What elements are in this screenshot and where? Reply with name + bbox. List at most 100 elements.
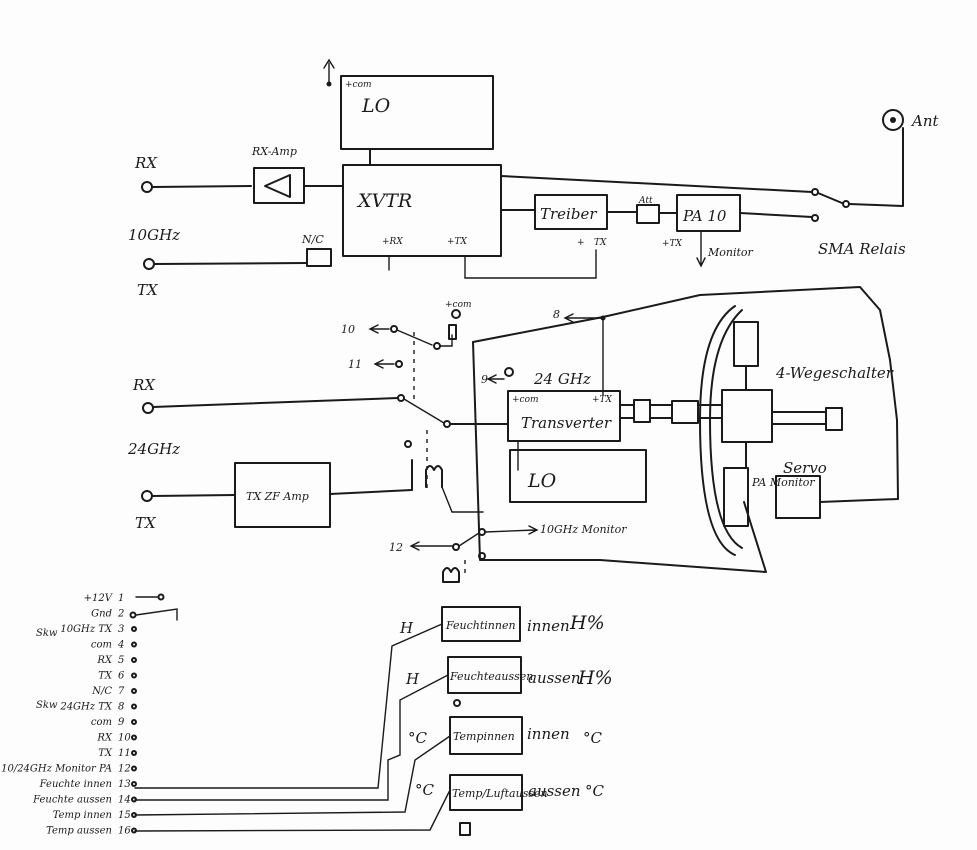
pin-name-9: com [91,717,112,728]
c1-label: °C [408,729,428,747]
pin-number-9: 9 [118,717,125,728]
pin-name-13: Feuchte innen [39,779,112,790]
relay-mid-arm [403,398,445,424]
monitor-10ghz-label: 10GHz Monitor [540,523,627,536]
tx-top-connector [143,258,155,270]
att-label: Att [638,196,653,206]
n11-label: 11 [348,358,362,371]
pin-name-7: N/C [91,686,112,697]
tx-mid-label: TX [135,514,157,532]
transverter-label: Transverter [521,414,612,432]
pin-number-7: 7 [118,686,125,697]
pin-contact-9 [131,719,137,725]
xvtr-relay-rx-link [500,175,813,193]
gnd-wire [135,608,178,621]
pin-contact-6 [131,672,137,679]
relay-com-label: +com [445,300,472,310]
rx-top-line [151,185,252,188]
pin-number-12: 12 [118,764,131,775]
pin-name-12: 10/24GHz Monitor PA [1,764,112,775]
tx-mid-contact [404,440,412,448]
hpct1-label: H% [569,612,605,634]
n11-arrow [373,359,395,369]
trans-out-stub [619,404,635,419]
pin-number-6: 6 [118,671,125,682]
pin-number-14: 14 [118,795,131,806]
relay-upper-arm [396,329,433,346]
pin-contact-16 [131,827,137,834]
tx-zf-amp-label: TX ZF Amp [246,490,309,503]
pin-contact-13 [131,781,137,787]
pin-name-15: Temp innen [53,810,112,821]
n12-arrow [409,541,453,551]
trans-tx-label: +TX [592,395,613,405]
waveguide-loop-inner-left [709,309,743,549]
n9-label: 9 [481,373,488,386]
n12-label: 12 [389,541,403,554]
relay-low-contact-a [478,528,486,536]
h2-label: H [405,670,420,688]
pin-contact-14 [131,796,137,803]
pin-number-15: 15 [118,810,131,821]
aussen1-label: aussen [528,669,581,687]
pin-name-4: com [91,640,112,651]
pin1-contact [157,593,165,601]
pin-name-3: 10GHz TX [60,624,113,635]
xvtr-tx-label: +TX [447,237,468,247]
ghz24-label: 24GHz [127,440,180,458]
n8-label: 8 [553,308,560,321]
pin-number-4: 4 [117,640,124,651]
relay-upper-lead [439,334,453,347]
rx-amp-label: RX-Amp [251,145,297,158]
lo-top-terminal [326,81,332,87]
trans-com-label: +com [512,395,539,405]
sensor4-probe [459,822,471,836]
sensor2-label: Feuchteaussen [449,670,533,683]
wire-sensor1 [134,623,443,789]
pin-name-16: Temp aussen [46,826,112,837]
rx-amp-box [253,167,305,204]
enclosure-outline [472,286,899,573]
aussen2-label: aussen [528,782,581,800]
sensor1-label: Feuchtinnen [445,619,516,632]
relay-com-terminal [451,309,461,319]
servo-box [775,475,821,519]
waveguide-loop-outer-left [699,305,736,556]
rx-mid-contact [397,394,405,402]
relay-low-contact-b [478,552,486,560]
tx-top-label: TX [137,281,159,299]
tx-zf-out [329,459,413,495]
lo-top-arrow [323,58,335,85]
trans-connector [633,399,651,423]
pin-name-2: Gnd [91,609,112,620]
wire-sensor2 [134,674,449,801]
pin-number-3: 3 [118,624,124,635]
transverter-box [507,390,621,442]
pin-number-1: 1 [118,593,124,604]
relay-low-com [452,543,460,551]
relay-ant-link [848,127,904,207]
rx-mid-line [152,397,399,408]
att-box [636,204,660,224]
pa10-label: PA 10 [682,207,727,225]
pa-monitor-label: PA Monitor [751,476,815,489]
monitor-top-arrow [696,230,706,268]
relay-coil-mid-lead [441,486,484,513]
pin-number-10: 10 [118,733,131,744]
trans-waveguide-a [649,404,673,419]
skw2-label: Skw [36,700,58,711]
relay-coil-mid [425,465,443,488]
pin-number-2: 2 [117,609,124,620]
pin-name-10: RX [96,733,113,744]
lo-mid-label: LO [527,470,557,492]
pin-contact-8 [131,703,137,710]
sma-relais-label: SMA Relais [818,240,906,258]
pin-contact-3 [131,626,137,632]
switch-right-load [825,407,843,431]
pin-number-5: 5 [118,655,124,666]
sensor2-probe [453,699,461,707]
relay-coil-low [442,567,460,583]
xvtr-tx-lead [464,249,597,279]
relay-low-arm [458,532,480,547]
